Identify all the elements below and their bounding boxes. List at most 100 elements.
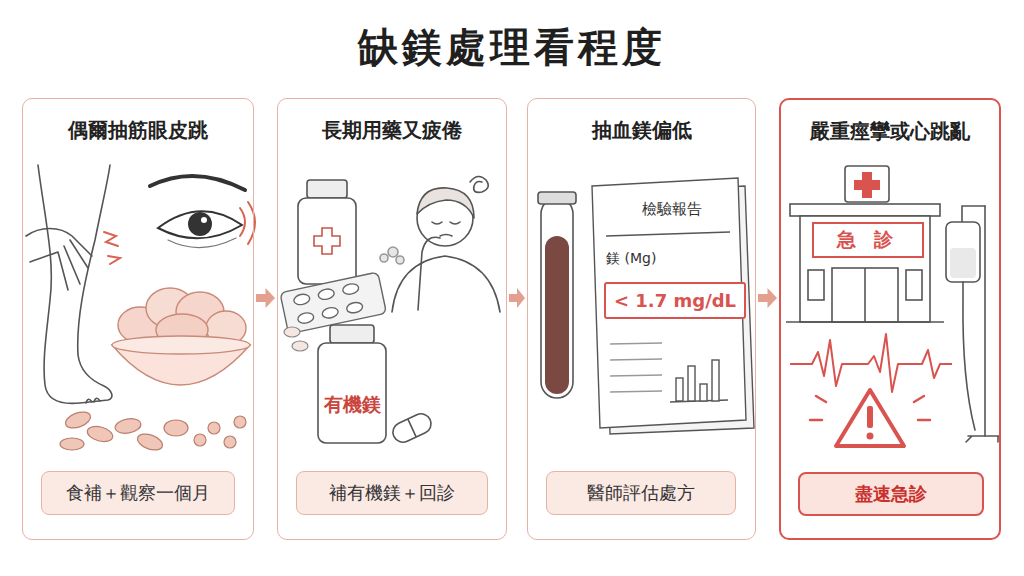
nuts — [208, 422, 220, 434]
ecg-line — [790, 334, 952, 392]
organic-magnesium-bottle — [330, 325, 374, 343]
action-pill: 盡速急診 — [798, 472, 984, 516]
arrow-shaft — [758, 294, 768, 302]
hospital-building — [786, 166, 944, 322]
arrow-shaft — [509, 294, 518, 302]
test-value: < 1.7 mg/dL — [604, 282, 746, 319]
iv-drip — [950, 248, 976, 278]
nuts — [194, 434, 206, 446]
medicine-bottle — [298, 198, 356, 284]
hospital-building — [906, 270, 922, 300]
action-text: 醫師評估處方 — [587, 481, 695, 505]
blister-pack — [297, 311, 315, 324]
action-pill: 食補＋觀察一個月 — [41, 471, 235, 515]
lab-report — [700, 384, 707, 401]
lab-report — [592, 178, 754, 434]
loose-pills — [292, 341, 308, 351]
hospital-building — [790, 204, 940, 216]
stage-heading: 嚴重痙攣或心跳亂 — [781, 118, 999, 145]
twitching-eye — [201, 217, 207, 223]
warning-sign — [867, 433, 874, 440]
loose-pills — [284, 327, 308, 351]
arrow-head — [266, 288, 276, 308]
medicine-bottle — [298, 180, 356, 284]
nuts — [135, 431, 164, 453]
tired-woman — [392, 256, 500, 312]
blister-pack — [317, 288, 335, 301]
stage-panel: 偶爾抽筋眼皮跳食補＋觀察一個月 — [22, 98, 254, 540]
blister-pack — [342, 282, 360, 295]
capsule — [390, 410, 435, 445]
tired-woman — [418, 237, 440, 310]
blood-test-tube — [538, 192, 576, 398]
bowl-of-greens — [112, 336, 250, 354]
lab-report — [676, 378, 683, 401]
blood-test-tube — [545, 236, 569, 394]
twitching-eye — [168, 238, 236, 248]
action-pill: 醫師評估處方 — [546, 471, 736, 515]
leg-cramp — [26, 229, 92, 291]
lab-report — [610, 375, 662, 376]
bowl-of-greens — [112, 288, 250, 385]
hospital-building — [832, 268, 898, 322]
stage-panel: 長期用藥又疲倦補有機鎂＋回診 — [277, 98, 507, 540]
leg-cramp — [86, 398, 100, 403]
iv-drip — [946, 222, 980, 282]
lab-report — [610, 359, 662, 360]
medicine-bottle — [307, 180, 347, 198]
arrow-shaft — [256, 294, 266, 302]
hospital-building — [800, 216, 930, 322]
stage-panel: 嚴重痙攣或心跳亂盡速急診 — [779, 98, 1001, 540]
lab-report — [592, 178, 746, 428]
tired-woman — [380, 176, 500, 312]
warning-sign — [867, 406, 873, 428]
iv-drip — [946, 206, 1000, 442]
action-text: 補有機鎂＋回診 — [329, 481, 455, 505]
bottle-label: 有機鎂 — [318, 392, 386, 418]
iv-drip — [962, 206, 985, 222]
capsule — [408, 419, 416, 437]
warning-sign — [836, 390, 904, 446]
arrow-head — [517, 288, 525, 308]
diagram-title: 缺鎂處理看程度 — [0, 20, 1024, 75]
lab-report — [606, 232, 730, 236]
ecg-line — [790, 334, 952, 392]
action-pill: 補有機鎂＋回診 — [296, 471, 488, 515]
tired-woman — [470, 176, 488, 192]
blood-test-tube — [541, 198, 573, 398]
stage-heading: 偶爾抽筋眼皮跳 — [23, 117, 253, 144]
blood-test-tube — [538, 192, 576, 204]
iv-drip — [963, 282, 975, 430]
stage-panel: 抽血鎂偏低醫師評估處方 — [527, 98, 756, 540]
nuts — [164, 420, 188, 436]
action-text: 盡速急診 — [855, 482, 927, 506]
flow-arrow — [256, 288, 275, 308]
nuts — [114, 417, 142, 435]
capsule — [390, 410, 435, 445]
nuts — [63, 409, 92, 431]
leg-cramp — [38, 165, 112, 403]
cramp-marks — [108, 256, 120, 264]
nuts — [60, 409, 246, 453]
warning-sign — [810, 390, 930, 446]
lab-report — [688, 366, 695, 401]
twitching-eye — [150, 176, 255, 248]
twitching-eye — [150, 176, 245, 190]
cramp-marks — [104, 232, 118, 246]
iv-drip — [966, 436, 1000, 442]
organic-magnesium-bottle — [318, 343, 386, 443]
leg-cramp — [26, 165, 112, 403]
organic-magnesium-bottle — [318, 325, 386, 443]
lab-report — [610, 343, 662, 344]
hospital-building — [854, 172, 880, 198]
nuts — [60, 438, 84, 450]
warning-sign — [810, 396, 930, 420]
medicine-bottle — [314, 228, 340, 254]
flow-arrow — [758, 288, 777, 308]
twitching-eye — [188, 212, 212, 236]
hospital-building — [845, 166, 889, 202]
twitching-eye — [240, 208, 245, 236]
loose-pills — [284, 327, 300, 337]
tired-woman — [440, 235, 452, 237]
